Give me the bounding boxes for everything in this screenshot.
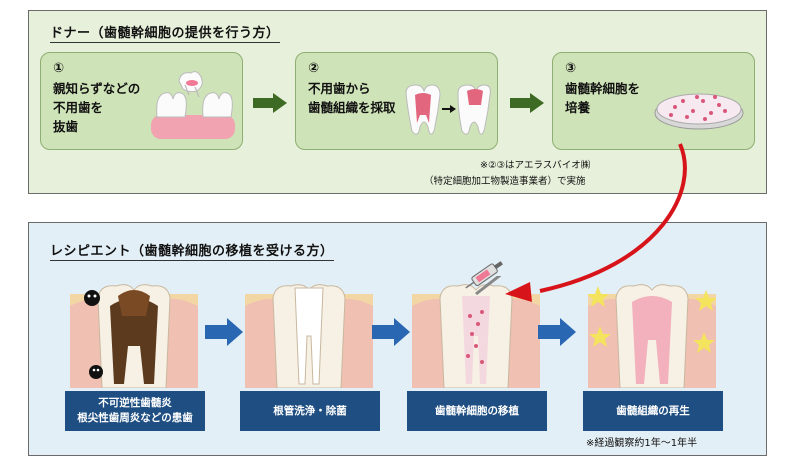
step-text-line: 培養 bbox=[565, 100, 591, 115]
caption-line: 根尖性歯周炎などの患歯 bbox=[77, 412, 193, 424]
stage-caption-regeneration: 歯髄組織の再生 bbox=[583, 391, 723, 431]
donor-step-3: ③ 歯髄幹細胞を 培養 bbox=[552, 52, 755, 150]
step-text-line: 抜歯 bbox=[53, 119, 79, 134]
recipient-arrow-1 bbox=[205, 318, 243, 346]
recipient-title: レシピエント（歯髄幹細胞の移植を受ける方） bbox=[50, 240, 334, 261]
step-number: ③ bbox=[565, 61, 577, 76]
caption-line: 歯髄幹細胞の移植 bbox=[435, 404, 519, 417]
donor-arrow-2 bbox=[510, 93, 544, 113]
tooth-transplant-illustration bbox=[412, 276, 540, 388]
donor-note-line-2: （特定細胞加工物製造事業者）で実施 bbox=[424, 176, 586, 187]
recipient-note: ※経過観察約1年～1年半 bbox=[586, 438, 698, 449]
donor-arrow-1 bbox=[253, 93, 287, 113]
donor-step-1: ① 親知らずなどの 不用歯を 抜歯 bbox=[40, 52, 243, 150]
step-text: 不用歯から 歯髄組織を採取 bbox=[308, 79, 396, 117]
step-text: 歯髄幹細胞を 培養 bbox=[565, 79, 640, 117]
step-text-line: 不用歯を bbox=[53, 100, 104, 115]
step-text: 親知らずなどの 不用歯を 抜歯 bbox=[53, 79, 140, 136]
stage-caption-transplant: 歯髄幹細胞の移植 bbox=[407, 391, 547, 431]
step-text-line: 歯髄組織を採取 bbox=[308, 100, 396, 115]
donor-note-line-1: ※②③はアエラスバイオ㈱ bbox=[480, 160, 591, 171]
step-number: ② bbox=[308, 61, 320, 76]
step-text-line: 親知らずなどの bbox=[53, 81, 141, 96]
syringe-icon bbox=[465, 261, 503, 289]
caption-line: 根管洗浄・除菌 bbox=[273, 404, 347, 417]
tooth-extraction-illustration bbox=[151, 71, 235, 139]
donor-title: ドナー（歯髄幹細胞の提供を行う方） bbox=[50, 22, 280, 43]
step-text-line: 不用歯から bbox=[308, 81, 371, 96]
recipient-arrow-2 bbox=[372, 318, 410, 346]
step-number: ① bbox=[53, 61, 65, 76]
pulp-harvest-illustration bbox=[405, 84, 491, 135]
step-text-line: 歯髄幹細胞を bbox=[565, 81, 641, 96]
stage-caption-diseased: 不可逆性歯髄炎 根尖性歯周炎などの患歯 bbox=[65, 391, 205, 431]
caption-line: 歯髄組織の再生 bbox=[616, 404, 690, 417]
tooth-cleaned-illustration bbox=[245, 284, 373, 388]
stage-caption-cleaning: 根管洗浄・除菌 bbox=[240, 391, 380, 431]
petri-dish-illustration bbox=[654, 93, 744, 130]
caption-line: 不可逆性歯髄炎 bbox=[98, 397, 172, 409]
tooth-regenerated-illustration bbox=[588, 284, 716, 388]
tooth-diseased-illustration bbox=[70, 284, 198, 388]
recipient-arrow-3 bbox=[538, 318, 576, 346]
donor-step-2: ② 不用歯から 歯髄組織を採取 bbox=[295, 52, 498, 150]
